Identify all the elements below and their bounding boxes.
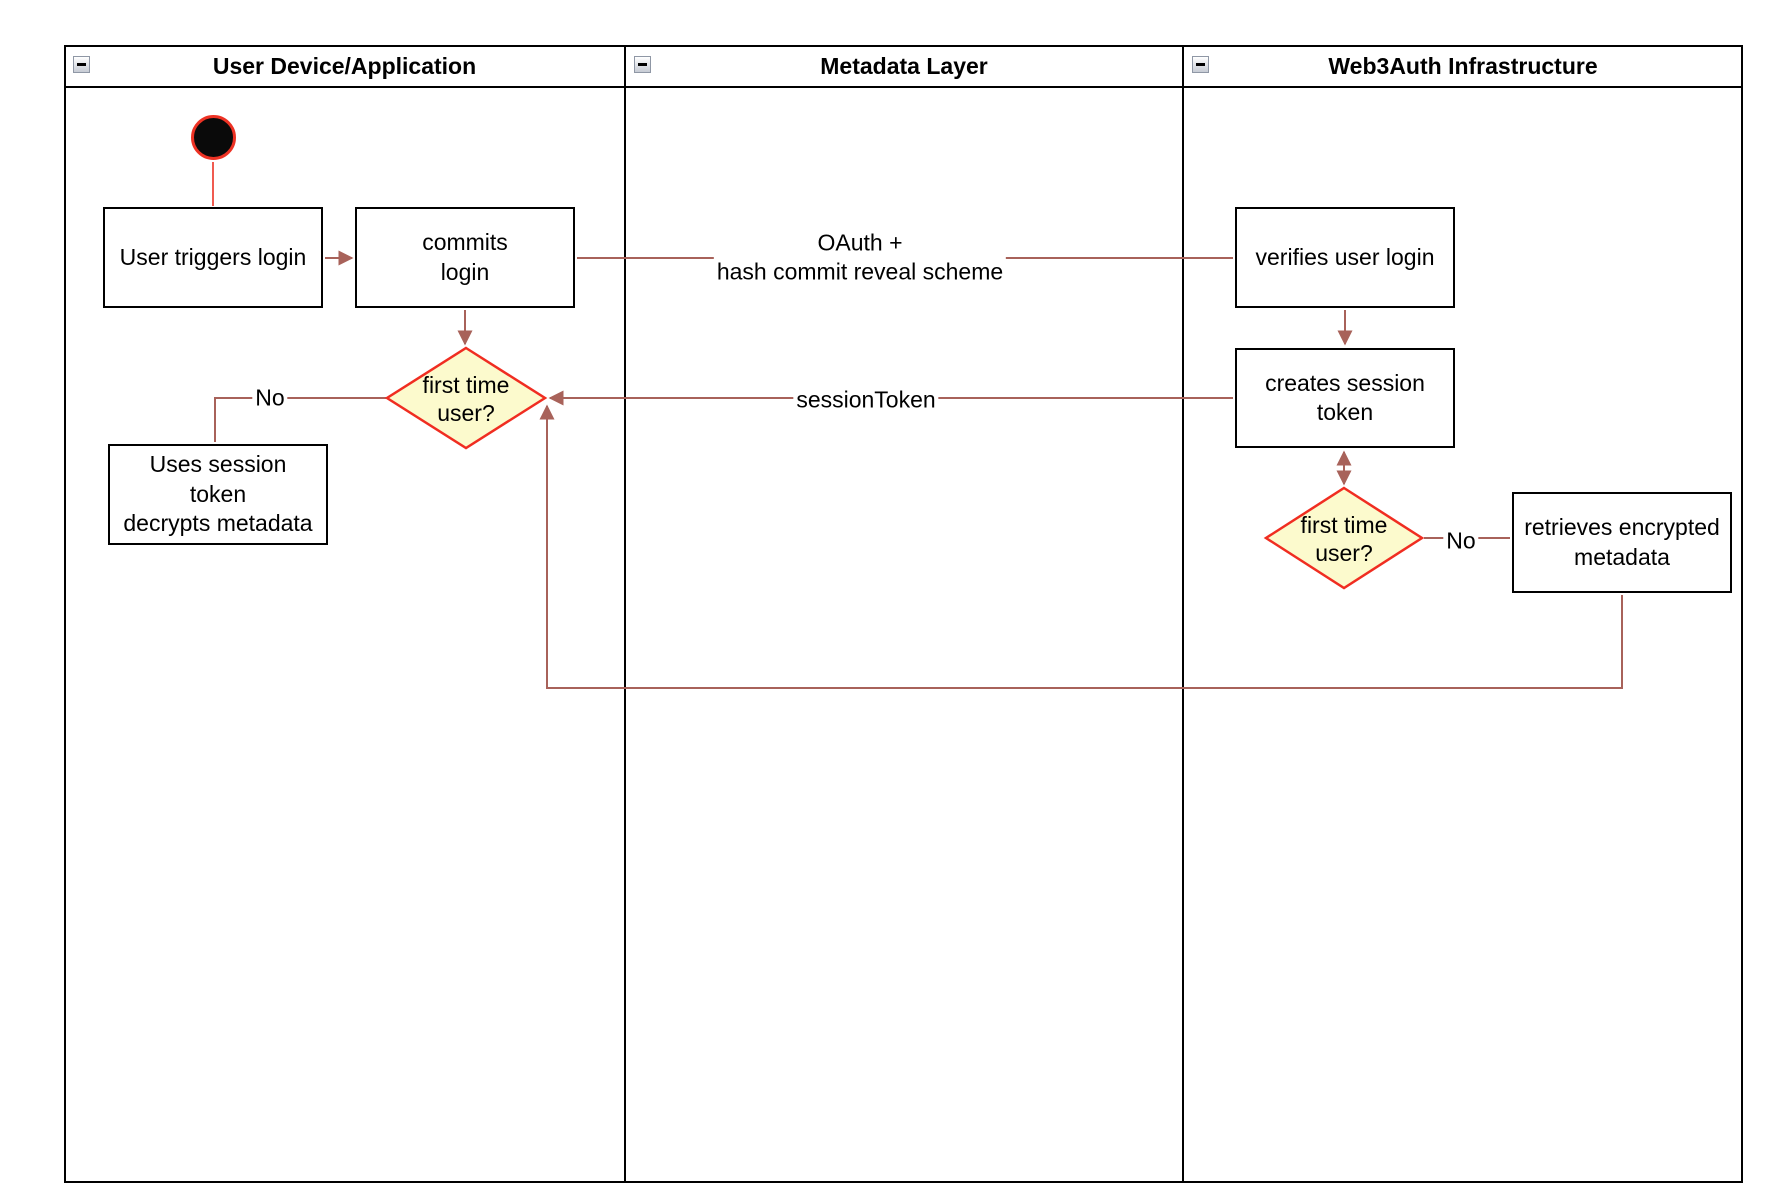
lane-divider-2: [1182, 45, 1184, 1183]
edge-label-no-left: No: [252, 383, 288, 413]
lane-header-divider: [64, 86, 1743, 88]
lane-title-metadata-layer: Metadata Layer: [820, 52, 988, 79]
action-retrieves-encrypted-metadata[interactable]: retrieves encrypted metadata: [1512, 492, 1732, 593]
collapse-minus-icon[interactable]: [1192, 56, 1209, 73]
action-verifies-user-login[interactable]: verifies user login: [1235, 207, 1455, 308]
minus-icon: [1196, 63, 1205, 66]
action-creates-session-token[interactable]: creates session token: [1235, 348, 1455, 448]
pool-border: [64, 45, 1743, 1183]
edge-label-no-right: No: [1443, 526, 1479, 556]
edge-label-oauth: OAuth + hash commit reveal scheme: [713, 228, 1007, 286]
lane-divider-1: [624, 45, 626, 1183]
lane-title-web3auth: Web3Auth Infrastructure: [1328, 52, 1598, 79]
action-uses-session-token[interactable]: Uses session token decrypts metadata: [108, 444, 328, 545]
minus-icon: [638, 63, 647, 66]
collapse-minus-icon[interactable]: [73, 56, 90, 73]
action-commits-login[interactable]: commits login: [355, 207, 575, 308]
start-node[interactable]: [191, 115, 236, 160]
minus-icon: [77, 63, 86, 66]
collapse-minus-icon[interactable]: [634, 56, 651, 73]
action-user-triggers-login[interactable]: User triggers login: [103, 207, 323, 308]
edge-label-session-token: sessionToken: [793, 385, 939, 415]
lane-title-user-device: User Device/Application: [212, 52, 477, 79]
